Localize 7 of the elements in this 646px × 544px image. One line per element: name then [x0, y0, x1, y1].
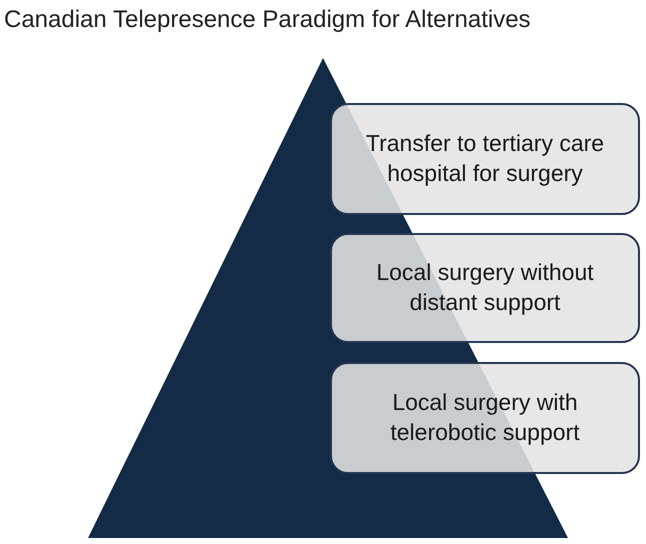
option-box — [330, 362, 640, 474]
option-box — [330, 233, 640, 343]
diagram-title: Canadian Telepresence Paradigm for Alternatives — [4, 6, 531, 34]
option-text: Transfer to tertiary care hospital for surgery — [364, 129, 606, 188]
option-text: Local surgery with telerobotic support — [389, 388, 581, 447]
option-box — [330, 103, 640, 215]
option-text: Local surgery without distant support — [375, 258, 595, 317]
